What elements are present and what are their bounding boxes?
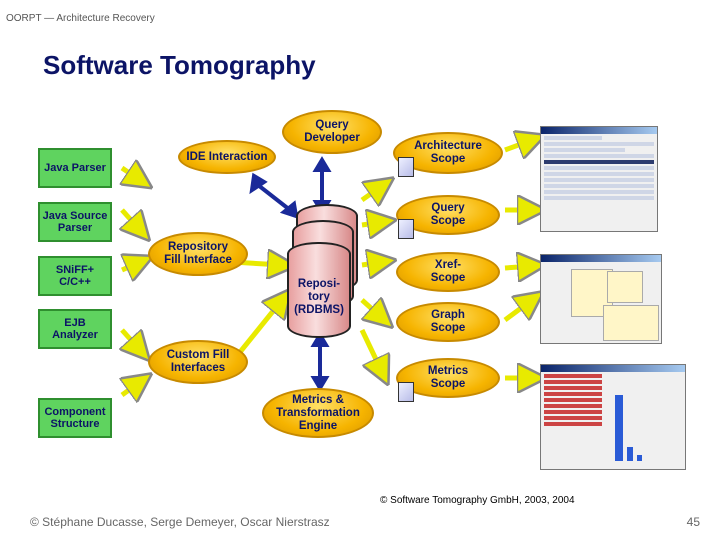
ejb-analyzer-box: EJB Analyzer [38, 309, 112, 349]
xref-scope-oval: Xref- Scope [396, 252, 500, 292]
ide-interaction-oval: IDE Interaction [178, 140, 276, 174]
java-parser-box: Java Parser [38, 148, 112, 188]
query-document-icon [398, 219, 414, 239]
repository-fill-interface-oval: Repository Fill Interface [148, 232, 248, 276]
xref-tool-screenshot-image [540, 254, 662, 344]
query-tool-screenshot-image [540, 126, 658, 232]
repository-cylinder: Reposi- tory (RDBMS) [287, 242, 351, 338]
metrics-document-icon [398, 382, 414, 402]
yellow-arrows [122, 140, 532, 395]
page-number: 45 [686, 515, 700, 529]
component-structure-box: Component Structure [38, 398, 112, 438]
slide-title: Software Tomography [43, 50, 316, 80]
custom-fill-interfaces-oval: Custom Fill Interfaces [148, 340, 248, 384]
java-source-parser-box: Java Source Parser [38, 202, 112, 242]
architecture-document-icon [398, 157, 414, 177]
metrics-tool-screenshot-image [540, 364, 686, 470]
sniff-parser-box: SNiFF+ C/C++ [38, 256, 112, 296]
graph-scope-oval: Graph Scope [396, 302, 500, 342]
footer-authors: © Stéphane Ducasse, Serge Demeyer, Oscar… [30, 515, 330, 529]
metrics-engine-oval: Metrics & Transformation Engine [262, 388, 374, 438]
slide-header: OORPT — Architecture Recovery [6, 13, 155, 24]
query-developer-oval: Query Developer [282, 110, 382, 154]
copyright-credit: © Software Tomography GmbH, 2003, 2004 [380, 495, 575, 506]
